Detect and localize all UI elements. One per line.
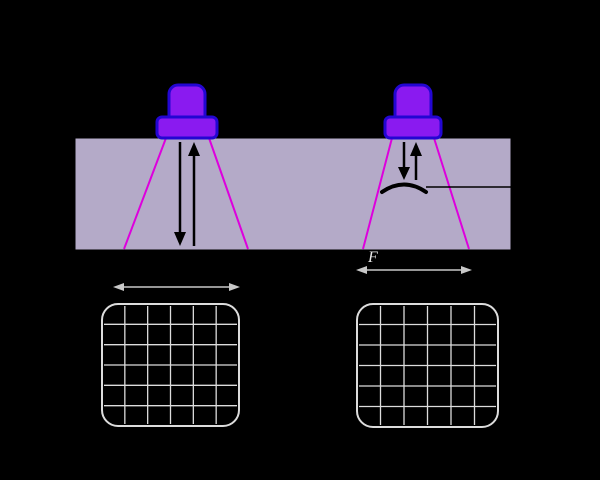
right-transducer (383, 83, 443, 140)
flaw-span-label: F (367, 249, 378, 266)
right-time-span-arrow (356, 266, 472, 274)
beam-line-right-outer (362, 137, 393, 250)
beam-line-left-outer (123, 137, 167, 250)
right-span-head-right (461, 266, 472, 274)
right-scope (356, 303, 499, 428)
backwall-path-arrows (174, 142, 200, 246)
left-span-head-left (113, 283, 124, 291)
flaw-up-arrowhead (410, 142, 422, 156)
flaw-symbol (380, 182, 428, 194)
beam-line-left-inner (208, 137, 249, 250)
backwall-up-arrowhead (188, 142, 200, 156)
left-transducer-base (155, 115, 219, 140)
left-scope (101, 303, 240, 427)
left-span-head-right (229, 283, 240, 291)
right-transducer-base (383, 115, 443, 140)
left-time-span-arrow (113, 283, 240, 291)
backwall-down-arrowhead (174, 232, 186, 246)
right-span-head-left (356, 266, 367, 274)
flaw-path-arrows (398, 142, 422, 180)
left-transducer (155, 83, 219, 140)
beam-line-right-inner (433, 137, 470, 250)
flaw-down-arrowhead (398, 167, 410, 180)
material-block (74, 137, 512, 251)
